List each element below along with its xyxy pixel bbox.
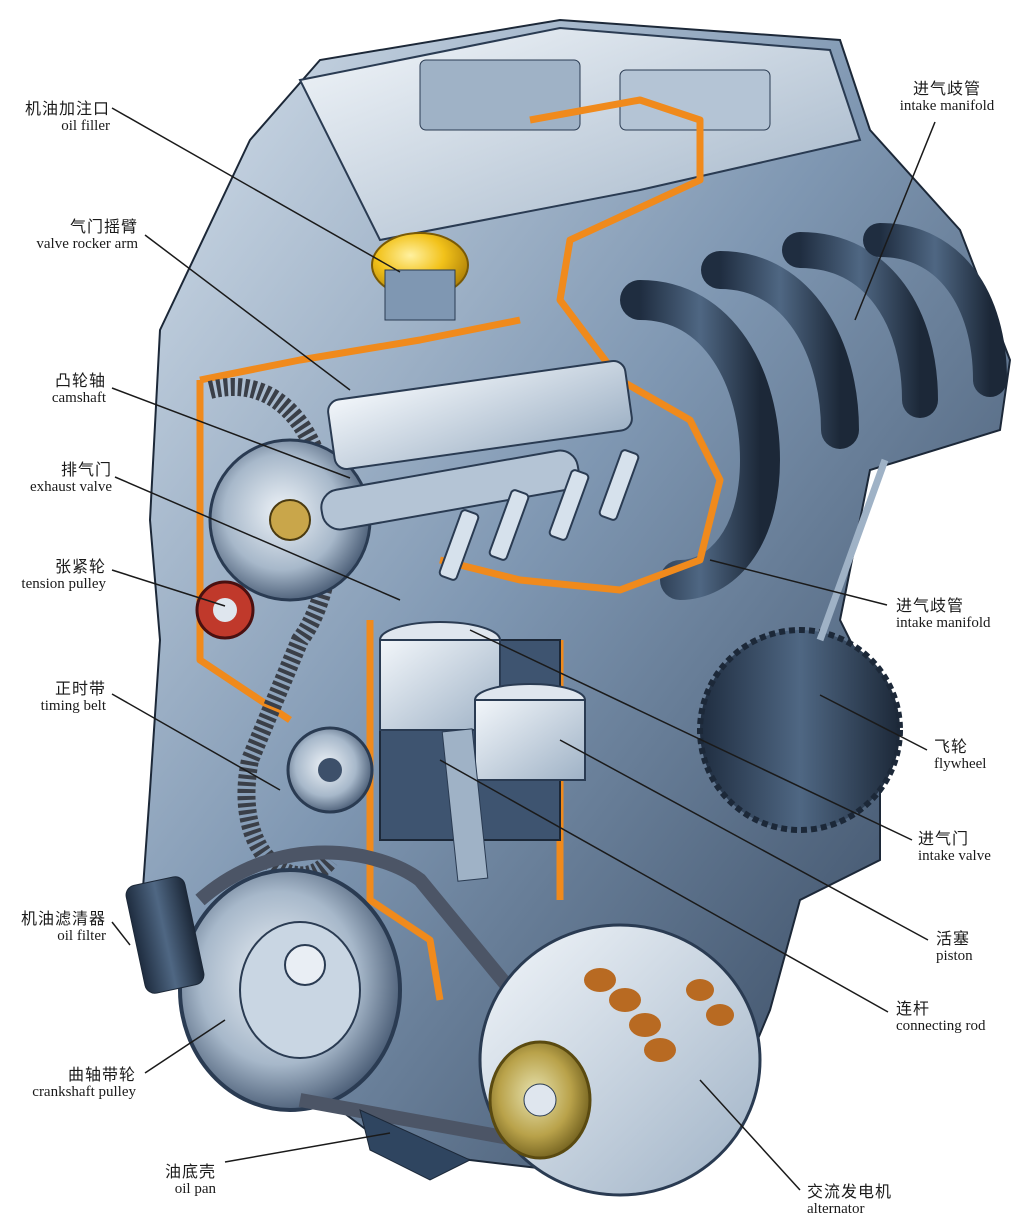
dipstick — [816, 458, 889, 642]
intake-manifold-runners — [620, 223, 1007, 600]
label-en: connecting rod — [896, 1018, 986, 1035]
label-en: oil filter — [57, 928, 106, 945]
label-connecting-rod: 连杆 connecting rod — [896, 999, 1024, 1036]
timing-belt — [207, 378, 339, 885]
label-en: intake valve — [918, 848, 991, 865]
label-zh: 活塞 — [936, 929, 971, 948]
label-piston: 活塞 piston — [936, 929, 1024, 966]
label-zh: 进气歧管 — [896, 596, 965, 615]
label-en: oil filler — [61, 118, 110, 135]
label-zh: 油底壳 — [164, 1162, 216, 1181]
label-zh: 进气歧管 — [912, 79, 981, 98]
label-zh: 凸轮轴 — [54, 371, 106, 390]
label-zh: 曲轴带轮 — [67, 1065, 136, 1084]
label-camshaft: 凸轮轴 camshaft — [10, 371, 106, 408]
label-en: tension pulley — [21, 576, 106, 593]
label-en: oil pan — [174, 1181, 216, 1198]
label-zh: 机油滤清器 — [20, 909, 106, 928]
label-zh: 排气门 — [60, 460, 112, 479]
label-en: piston — [936, 948, 973, 965]
label-alternator: 交流发电机 alternator — [807, 1182, 927, 1219]
label-en: alternator — [807, 1201, 865, 1218]
label-tension-pulley: 张紧轮 tension pulley — [0, 557, 106, 594]
label-zh: 机油加注口 — [24, 99, 110, 118]
label-en: flywheel — [934, 756, 987, 773]
flywheel-part — [697, 627, 903, 833]
label-en: valve rocker arm — [36, 236, 138, 253]
label-intake-manifold-top: 进气歧管 intake manifold — [872, 79, 1022, 116]
label-intake-valve: 进气门 intake valve — [918, 829, 1024, 866]
label-intake-manifold-mid: 进气歧管 intake manifold — [896, 596, 1024, 633]
valve-springs — [438, 449, 640, 581]
label-exhaust-valve: 排气门 exhaust valve — [0, 460, 112, 497]
leader-lines — [111, 107, 936, 1191]
alternator-windings — [584, 968, 734, 1062]
label-zh: 气门摇臂 — [69, 217, 138, 236]
label-zh: 正时带 — [54, 679, 106, 698]
label-en: camshaft — [51, 390, 106, 407]
label-en: exhaust valve — [29, 479, 112, 496]
oil-filter-part — [125, 876, 205, 994]
camshaft-assembly — [320, 360, 633, 531]
label-oil-filler: 机油加注口 oil filler — [10, 99, 110, 136]
label-en: timing belt — [40, 698, 106, 715]
label-valve-rocker-arm: 气门摇臂 valve rocker arm — [0, 217, 138, 254]
label-zh: 进气门 — [918, 829, 970, 848]
label-zh: 飞轮 — [934, 737, 969, 756]
label-en: intake manifold — [896, 615, 991, 632]
label-zh: 连杆 — [896, 999, 931, 1018]
label-en: intake manifold — [899, 98, 995, 115]
label-en: crankshaft pulley — [32, 1084, 136, 1101]
label-crankshaft-pulley: 曲轴带轮 crankshaft pulley — [0, 1065, 136, 1102]
label-flywheel: 飞轮 flywheel — [934, 737, 1024, 774]
label-zh: 张紧轮 — [54, 557, 106, 576]
label-oil-filter: 机油滤清器 oil filter — [0, 909, 106, 946]
label-timing-belt: 正时带 timing belt — [10, 679, 106, 716]
label-oil-pan: 油底壳 oil pan — [100, 1162, 216, 1199]
label-zh: 交流发电机 — [807, 1182, 893, 1201]
